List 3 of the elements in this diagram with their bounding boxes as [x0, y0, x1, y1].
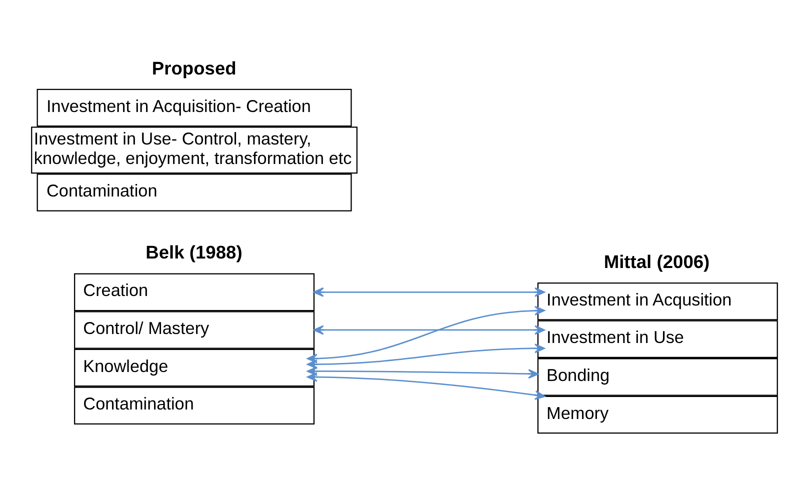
label: Mittal (2006) — [604, 250, 710, 272]
label: Belk (1988) — [146, 242, 242, 263]
label: Proposed — [152, 57, 236, 78]
